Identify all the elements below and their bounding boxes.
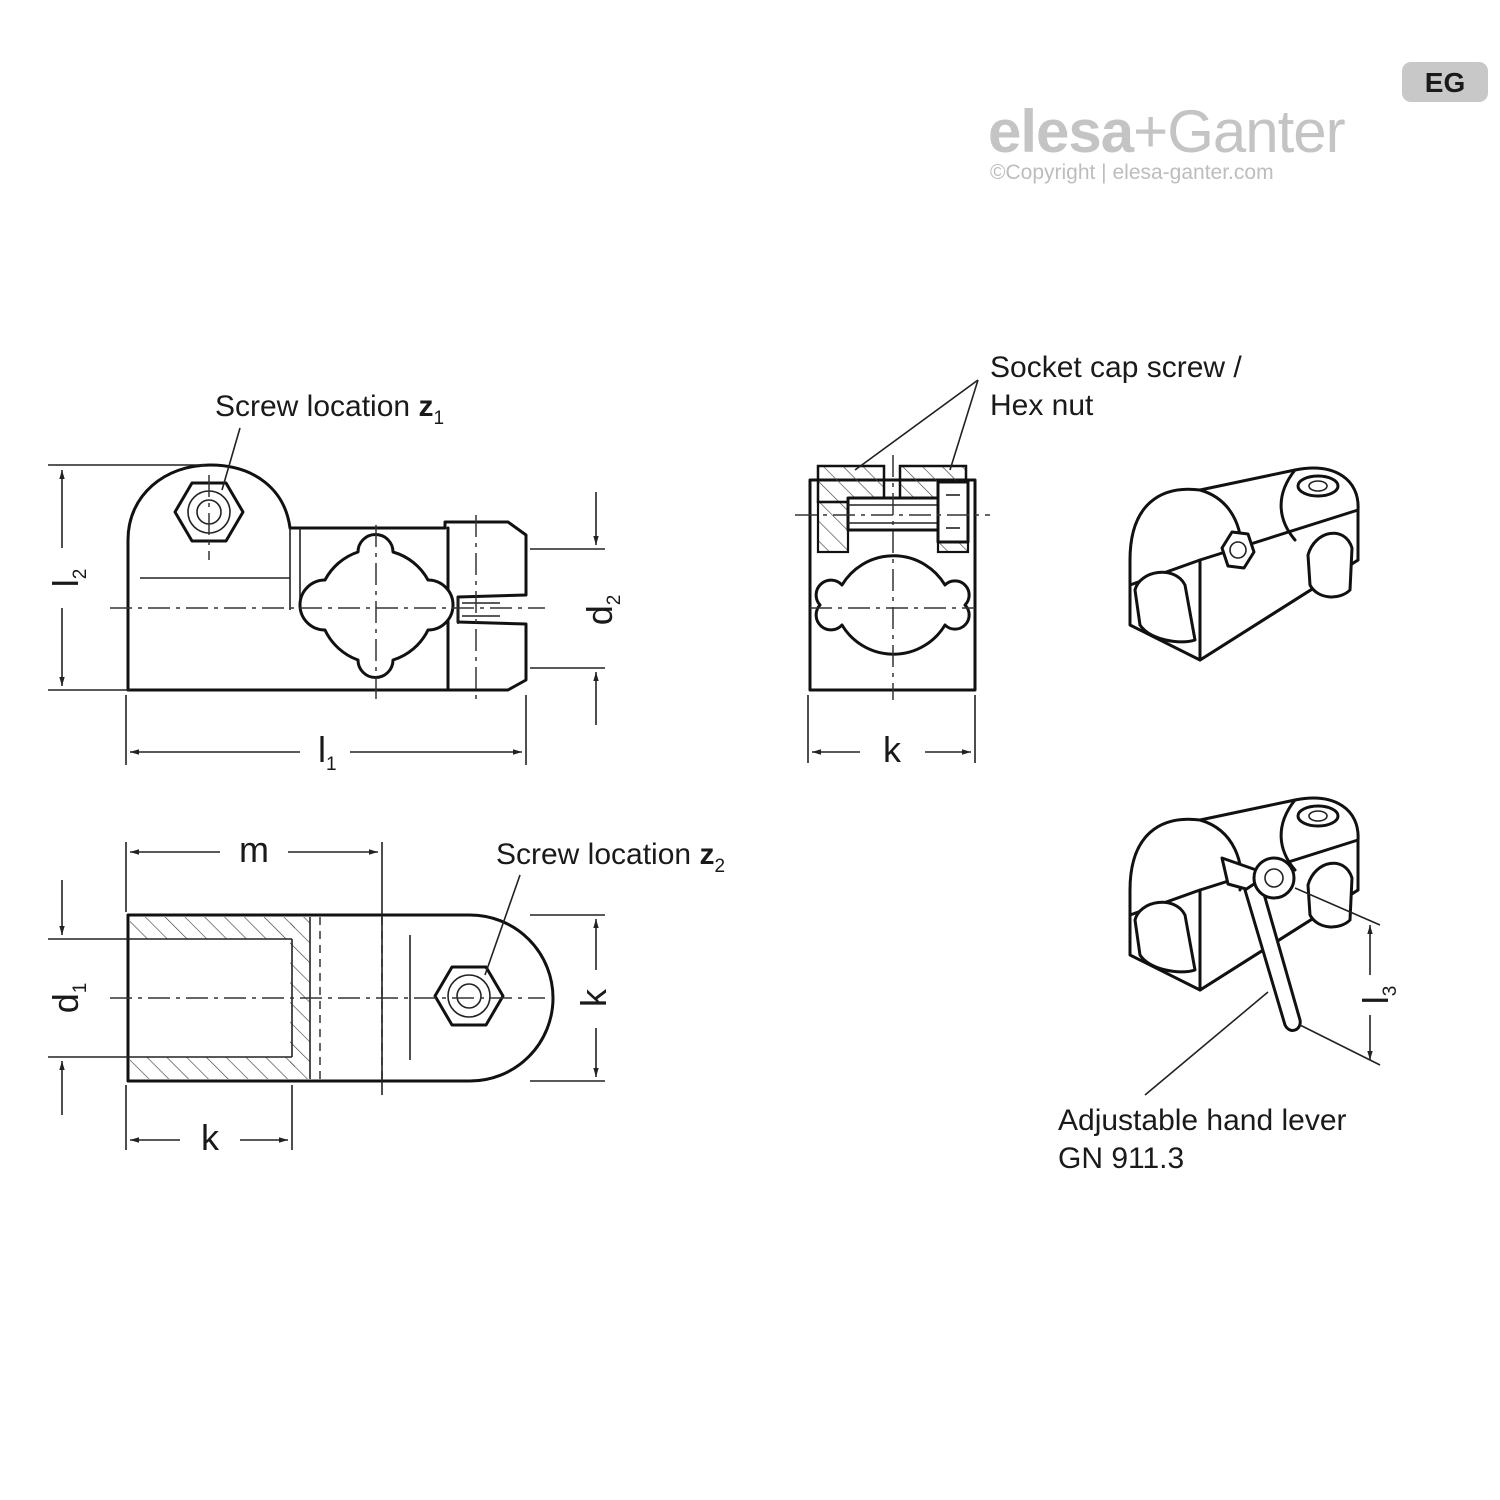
top-view — [110, 913, 555, 1083]
hex-nut-icon — [1220, 530, 1256, 570]
screw-location-z2-text: Screw location z2 — [496, 838, 725, 877]
dimension-d1-label: d1 — [45, 983, 91, 1014]
dimension-l2: l2 — [45, 464, 205, 691]
dimension-k-side-label: k — [883, 729, 902, 770]
hex-nut-text: Hex nut — [990, 389, 1094, 422]
dimension-d2: d2 — [530, 492, 625, 725]
label-screw-location-z1: Screw location z1 — [215, 390, 444, 491]
front-view — [110, 463, 545, 700]
hand-lever-text: Adjustable hand lever — [1058, 1104, 1347, 1137]
dimension-m: m — [125, 829, 383, 1095]
eg-badge-icon: EG — [1402, 62, 1488, 102]
dimension-l3: l3 — [1294, 887, 1401, 1066]
hand-lever-model-text: GN 911.3 — [1058, 1142, 1184, 1175]
label-adjustable-hand-lever: Adjustable hand lever GN 911.3 — [1058, 991, 1347, 1175]
brand-copyright: ©Copyright | elesa-ganter.com — [990, 161, 1274, 184]
label-screw-location-z2: Screw location z2 — [484, 838, 725, 976]
dimension-m-label: m — [239, 829, 269, 870]
dimension-l1-label: l1 — [318, 729, 337, 775]
brand-name: elesa+Ganter — [988, 98, 1345, 165]
screw-location-z1-text: Screw location z1 — [215, 390, 444, 429]
dimension-l3-label: l3 — [1355, 986, 1401, 1005]
eg-badge-text: EG — [1425, 67, 1465, 98]
brand-logo: EG elesa+Ganter ©Copyright | elesa-gante… — [988, 62, 1488, 184]
label-socket-cap-screw: Socket cap screw / Hex nut — [854, 351, 1242, 471]
dimension-l2-label: l2 — [45, 569, 91, 588]
isometric-clamp-lever — [1128, 796, 1360, 1032]
side-view — [795, 455, 990, 700]
hex-nut-icon — [433, 965, 505, 1027]
dimension-k-bottom: k — [125, 1085, 293, 1158]
socket-cap-screw-text: Socket cap screw / — [990, 351, 1242, 384]
dimension-d2-label: d2 — [579, 595, 625, 626]
dimension-k-bottom-label: k — [201, 1117, 220, 1158]
isometric-clamp-screw — [1128, 466, 1360, 662]
dimension-k-right: k — [530, 914, 614, 1082]
dimension-k-side: k — [807, 695, 976, 770]
dimension-l1: l1 — [125, 695, 527, 775]
dimension-k-right-label: k — [573, 988, 614, 1007]
dimension-d1: d1 — [45, 880, 130, 1115]
hand-lever-icon — [1220, 856, 1302, 1032]
